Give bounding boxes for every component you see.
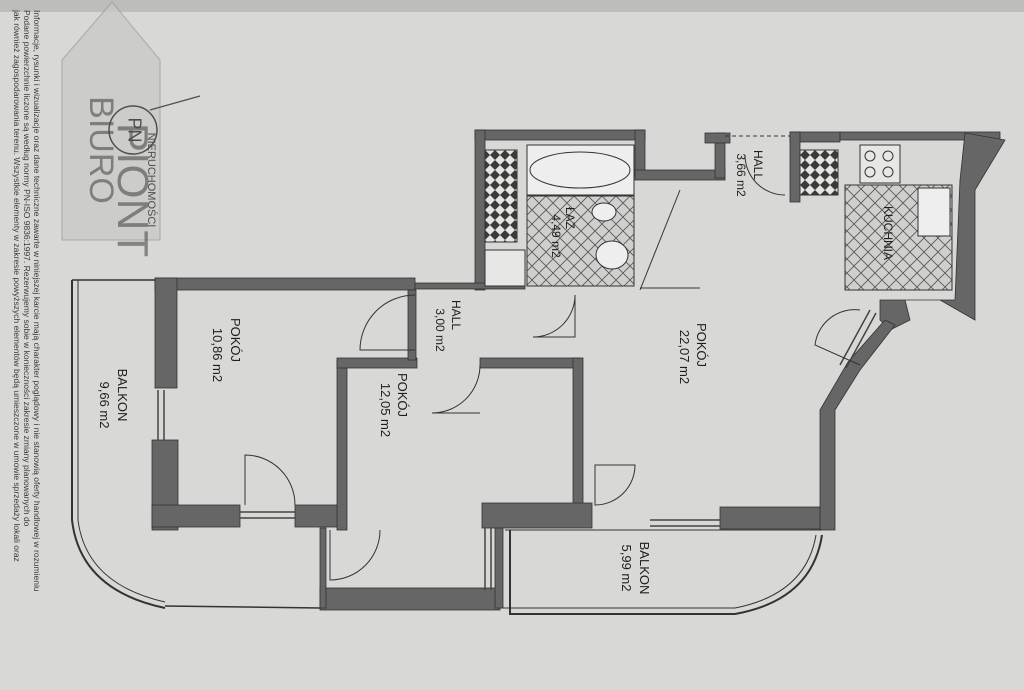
door-swings — [244, 135, 861, 581]
balcony-left — [71, 279, 321, 609]
room-labels: HALL 3,66 m2 ŁAZ 4,49 m2 KUCHNIA HALL 3,… — [97, 150, 895, 594]
hall-top-name: HALL — [751, 150, 765, 180]
pokoj-main-area: 22,07 m2 — [677, 330, 692, 384]
disclaimer-line-3: jak również zagospodarowania terenu. Wsz… — [12, 9, 22, 562]
logo-line-2: NIERUCHOMOŚCI — [145, 133, 158, 228]
kitchen-fixtures — [799, 144, 953, 291]
kuchnia-name: KUCHNIA — [881, 206, 895, 260]
hall-mid-area: 3,00 m2 — [433, 308, 447, 352]
disclaimer-line-2: Podane powierzchnie liczone są według no… — [22, 10, 32, 527]
balkon-left-area: 9,66 m2 — [97, 382, 112, 429]
agency-logo: PN BIURO NIERUCHOMOŚCI PIONT — [61, 1, 201, 257]
hall-mid-name: HALL — [449, 300, 463, 330]
balcony-right — [495, 529, 823, 615]
bathroom-fixtures — [484, 144, 681, 291]
pokoj-main-name: POKÓJ — [694, 323, 709, 367]
balkon-right-name: BALKON — [637, 542, 652, 595]
windows — [157, 309, 877, 590]
balkon-right-area: 5,99 m2 — [619, 545, 634, 592]
pokoj-mid-area: 12,05 m2 — [378, 383, 393, 437]
balkon-left-name: BALKON — [115, 369, 130, 422]
logo-line-3: PIONT — [108, 123, 157, 257]
pokoj-mid-name: POKÓJ — [395, 373, 410, 417]
disclaimer: Informacje, rysunki i wizualizacje oraz … — [12, 9, 42, 592]
lazienka-name: ŁAZ — [563, 207, 577, 229]
logo-line-1: BIURO — [82, 96, 120, 204]
hall-top-area: 3,66 m2 — [734, 153, 748, 197]
disclaimer-line-1: Informacje, rysunki i wizualizacje oraz … — [32, 10, 42, 592]
lazienka-area: 4,49 m2 — [549, 214, 563, 258]
logo-monogram: PN — [124, 117, 144, 142]
walls — [151, 129, 1006, 611]
pokoj-left-area: 10,86 m2 — [210, 328, 225, 382]
pokoj-left-name: POKÓJ — [228, 318, 243, 362]
